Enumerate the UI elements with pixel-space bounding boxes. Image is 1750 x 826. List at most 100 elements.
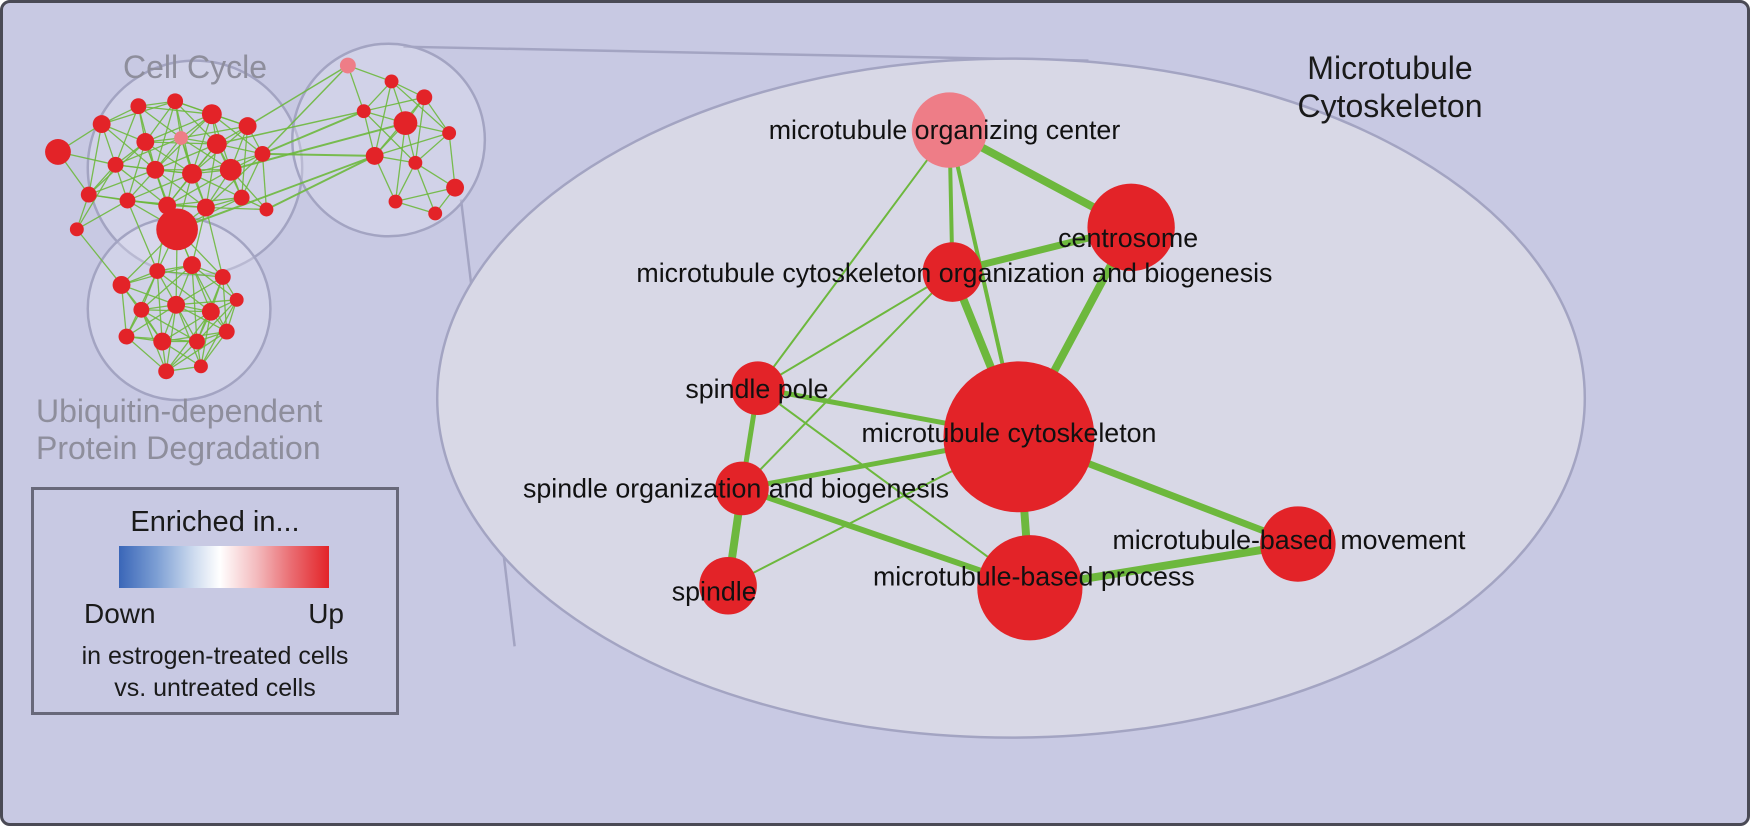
mini-node xyxy=(136,133,155,151)
mini-node xyxy=(69,222,84,237)
node-spindle_org xyxy=(715,461,769,516)
mini-edge xyxy=(448,132,456,188)
legend-box: Enriched in... Down Up in estrogen-treat… xyxy=(31,487,399,715)
ubiquitin-label: Ubiquitin-dependent Protein Degradation xyxy=(36,393,322,467)
mini-edge xyxy=(126,304,177,338)
edge-moc-spindle_pole xyxy=(756,129,951,390)
mini-node xyxy=(146,160,165,179)
mini-node xyxy=(130,98,147,115)
mini-edge xyxy=(216,110,364,145)
microtubule-cytoskeleton-label-line1: Microtubule xyxy=(1307,50,1473,86)
node-spindle_pole xyxy=(731,361,785,415)
mini-edge xyxy=(101,123,156,171)
mini-node xyxy=(112,276,131,294)
mini-edge xyxy=(414,97,425,163)
mini-edge xyxy=(205,143,218,208)
node-mco xyxy=(922,242,983,302)
mini-edge xyxy=(166,169,232,207)
mini-edge xyxy=(191,264,228,332)
legend-caption-line1: in estrogen-treated cells xyxy=(81,642,349,670)
mini-edge xyxy=(266,154,376,211)
mini-node xyxy=(238,117,257,136)
mini-node xyxy=(339,57,356,74)
node-spindle xyxy=(699,556,757,615)
mini-edge xyxy=(175,276,224,306)
ubiquitin-label-line1: Ubiquitin-dependent xyxy=(36,393,323,429)
mini-edge xyxy=(174,100,218,145)
mini-edge xyxy=(374,81,393,157)
microtubule-cytoskeleton-label-line2: Cytoskeleton xyxy=(1297,88,1483,124)
mini-edge xyxy=(88,169,156,196)
mini-edge xyxy=(230,122,406,171)
mini-edge xyxy=(140,264,193,311)
node-label-movement: microtubule-based movement xyxy=(1112,525,1466,555)
mini-node xyxy=(254,145,271,162)
legend-caption: in estrogen-treated cells vs. untreated … xyxy=(34,640,396,704)
mini-edge xyxy=(114,106,139,166)
mini-edge xyxy=(347,65,365,112)
mini-edge xyxy=(363,110,416,164)
mini-edge xyxy=(176,299,237,306)
mini-node xyxy=(174,131,189,145)
mini-node xyxy=(158,363,175,380)
mini-node xyxy=(201,302,220,321)
mini-edge xyxy=(222,276,228,332)
mini-edge xyxy=(76,228,123,286)
mini-edge xyxy=(363,96,425,112)
mini-node xyxy=(182,163,202,184)
microtubule-cytoskeleton-label: Microtubule Cytoskeleton xyxy=(1265,49,1515,125)
mini-edge xyxy=(205,207,224,278)
mini-node xyxy=(45,139,71,165)
mini-edge xyxy=(414,162,436,214)
mini-edge xyxy=(155,143,218,171)
mini-node xyxy=(80,186,97,203)
node-mc xyxy=(943,361,1095,513)
mini-node xyxy=(356,104,371,119)
mini-edge xyxy=(115,137,182,166)
mini-node xyxy=(393,111,418,136)
node-label-mc: microtubule cytoskeleton xyxy=(862,418,1157,448)
mini-node xyxy=(167,93,184,110)
node-process xyxy=(977,535,1083,641)
network-svg: microtubule organizing centercentrosomem… xyxy=(45,42,1587,739)
mini-node xyxy=(183,256,201,275)
mini-edge xyxy=(191,207,207,266)
mini-edge xyxy=(262,110,365,155)
mini-node xyxy=(233,189,250,206)
node-movement xyxy=(1260,506,1336,582)
mini-edge xyxy=(261,65,349,155)
mini-edge xyxy=(176,154,376,231)
mini-node xyxy=(193,359,208,374)
legend-title: Enriched in... xyxy=(130,506,300,538)
mini-edge xyxy=(126,200,158,272)
mini-node xyxy=(408,155,423,170)
mini-edge xyxy=(261,153,268,210)
mini-node xyxy=(259,202,274,217)
mini-node xyxy=(119,192,136,209)
mini-edge xyxy=(156,270,212,313)
mini-edge xyxy=(205,206,267,211)
mini-node xyxy=(416,89,433,106)
mini-node xyxy=(201,104,222,125)
mini-node xyxy=(206,134,227,154)
mini-edge xyxy=(141,309,198,343)
mini-edge xyxy=(88,123,103,195)
mini-node xyxy=(118,328,135,345)
mini-edge xyxy=(165,331,228,372)
mini-node xyxy=(167,295,186,314)
mini-node xyxy=(229,292,244,307)
mini-edge xyxy=(180,125,248,139)
mini-node xyxy=(133,301,150,318)
legend-up-label: Up xyxy=(308,598,344,629)
node-label-mco: microtubule cytoskeleton organization an… xyxy=(636,258,1272,288)
mini-edge xyxy=(247,64,349,127)
node-label-spindle: spindle xyxy=(672,577,757,607)
mini-node xyxy=(149,263,166,279)
node-centrosome xyxy=(1087,183,1175,272)
mini-edge xyxy=(138,105,212,115)
mini-node xyxy=(196,198,215,217)
node-label-moc: microtubule organizing center xyxy=(769,115,1121,145)
node-label-spindle_pole: spindle pole xyxy=(685,374,828,404)
mini-edge xyxy=(414,132,450,164)
